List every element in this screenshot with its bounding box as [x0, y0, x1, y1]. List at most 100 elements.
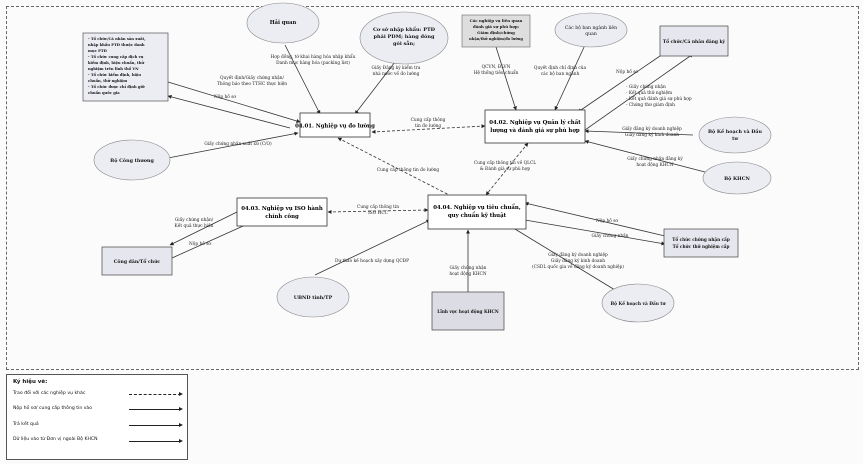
label-haiquan-1: Hợp đồng, tờ khai hàng hóa nhập khẩu	[271, 54, 356, 60]
label-gcn-2: - Kết quả thử nghiệm	[626, 90, 672, 96]
legend-line-result	[129, 423, 183, 427]
edge-n1-n2	[371, 124, 486, 134]
label-gcn-1: - Giấy chứng nhận	[626, 84, 666, 90]
svg-text:- Tổ chức/Cá nhân sản xuất,: - Tổ chức/Cá nhân sản xuất,	[88, 36, 146, 41]
entity-nghiep-vu-lien-quan: Các nghiệp vụ liên quan đánh giá sự phù …	[461, 14, 531, 48]
edge-khdt2-n4	[509, 225, 616, 291]
entity-ubnd: UBND tỉnh/TP	[276, 276, 350, 318]
label-khdt2-1: Giấy đăng ký doanh nghiệp	[548, 252, 608, 258]
legend-line-dashed	[129, 392, 183, 396]
label-n2n4-1: Cung cấp thông tin về QLCL	[474, 161, 536, 166]
svg-text:Bộ KHCN: Bộ KHCN	[724, 175, 750, 182]
label-nophoso-4: Nộp hồ sơ	[596, 219, 618, 224]
svg-text:Bộ Kế hoạch và Đầu: Bộ Kế hoạch và Đầu	[708, 127, 763, 135]
svg-text:Tổ chức/Cá nhân đăng ký: Tổ chức/Cá nhân đăng ký	[663, 39, 726, 45]
edge-ubnd-n4	[314, 219, 431, 276]
svg-text:- Tổ chức cung cấp dịch vụ: - Tổ chức cung cấp dịch vụ	[88, 54, 144, 59]
label-nophoso-3: Nộp hồ sơ	[189, 242, 211, 247]
label-co: Giấy chứng nhận xuất xứ (C/O)	[204, 141, 272, 147]
svg-text:mục PTĐ: mục PTĐ	[88, 49, 108, 53]
svg-text:nhập khẩu PTĐ thuộc danh: nhập khẩu PTĐ thuộc danh	[88, 42, 145, 47]
edge-n1-tochucsx-result	[167, 81, 301, 123]
node-04-04: 04.04. Nghiệp vụ tiêu chuẩn, quy chuẩn k…	[427, 194, 527, 230]
svg-text:quan: quan	[585, 32, 597, 37]
label-gcn4: Giấy chứng nhận	[592, 233, 629, 239]
label-nophoso-1: Nộp hồ sơ	[214, 95, 236, 100]
entity-to-chuc-san-xuat: - Tổ chức/Cá nhân sản xuất, nhập khẩu PT…	[82, 32, 169, 102]
legend-item-external: Dữ liệu vào từ Đơn vị ngoài Bộ KHCN	[13, 437, 98, 442]
svg-text:Cơ sở nhập khẩu: PTĐ: Cơ sở nhập khẩu: PTĐ	[373, 25, 436, 33]
legend-title: Ký hiệu vẽ:	[13, 379, 48, 385]
edge-n2-n4	[485, 142, 529, 196]
svg-text:nhận/thử nghiệm/đo lường: nhận/thử nghiệm/đo lường	[469, 36, 523, 41]
label-coso-2: nhà nước về đo lường	[373, 72, 420, 77]
svg-text:lượng và đánh giá sự phù hợp: lượng và đánh giá sự phù hợp	[490, 127, 580, 134]
label-n3n4-2: ISO HCC	[368, 211, 389, 216]
svg-text:Bộ Công thương: Bộ Công thương	[110, 157, 154, 164]
edge-nvlq-n2	[495, 46, 517, 111]
entity-bo-cong-thuong: Bộ Công thương	[93, 139, 171, 181]
svg-text:đánh giá sự phù hợp;: đánh giá sự phù hợp;	[473, 24, 520, 29]
diagram-frame	[6, 6, 859, 370]
svg-text:04.01. Nghiệp vụ đo lường: 04.01. Nghiệp vụ đo lường	[295, 123, 375, 130]
svg-text:Hải quan: Hải quan	[270, 19, 297, 26]
svg-text:chuẩn quốc gia: chuẩn quốc gia	[88, 90, 120, 95]
label-quyetdinh-1: Quyết định/Giấy chứng nhận/	[220, 75, 284, 81]
node-04-02: 04.02. Nghiệp vụ Quản lý chất lượng và đ…	[484, 109, 586, 144]
label-gcn-3: - Kết quả đánh giá sự phù hợp	[626, 96, 692, 102]
edge-tochuccn-n4	[524, 201, 666, 237]
label-gcn3-2: Kết quả thực hiện	[175, 223, 214, 229]
edge-n1-n4	[337, 137, 456, 199]
svg-text:tư: tư	[732, 136, 738, 142]
svg-text:- Tổ chức được chỉ định giữ: - Tổ chức được chỉ định giữ	[88, 84, 145, 89]
entity-co-so-nhap-khau: Cơ sở nhập khẩu: PTĐ phải PDM; hàng đóng…	[359, 11, 449, 65]
legend-item-result: Trả kết quả	[13, 422, 39, 427]
label-khdt2-3: (CSDL quốc gia về đăng ký doanh nghiệp)	[532, 264, 624, 270]
legend-item-submit: Nộp hồ sơ/ cung cấp thông tin vào	[13, 406, 93, 411]
node-04-01: 04.01. Nghiệp vụ đo lường	[295, 112, 375, 138]
entity-linh-vuc-khcn: Lĩnh vực hoạt động KHCN	[431, 291, 505, 331]
label-gcn-4: - Chứng thư giám định	[626, 102, 675, 108]
svg-text:Lĩnh vực hoạt động KHCN: Lĩnh vực hoạt động KHCN	[437, 309, 499, 314]
entity-to-chuc-chung-nhan: Tổ chức chứng nhận cấp Tổ chức thử nghiệ…	[663, 228, 739, 258]
edge-haiquan-n1	[284, 44, 321, 115]
svg-text:Bộ Kế hoạch và Đầu tư: Bộ Kế hoạch và Đầu tư	[610, 301, 666, 307]
svg-text:Tổ chức thử nghiệm cấp: Tổ chức thử nghiệm cấp	[673, 244, 730, 249]
entity-to-chuc-dang-ky: Tổ chức/Cá nhân đăng ký	[659, 25, 729, 57]
label-linhvuc-1: Giấy chứng nhận	[450, 265, 487, 271]
svg-text:Các bộ ban ngành liên: Các bộ ban ngành liên	[565, 24, 617, 31]
edge-n2-tochucdk	[584, 53, 694, 131]
label-n1n4: Cung cấp thông tin đo lường	[377, 168, 439, 173]
svg-text:kiểm định, hiệu chuẩn, thử: kiểm định, hiệu chuẩn, thử	[88, 60, 144, 65]
edge-n3-n4	[327, 208, 429, 214]
label-n1n2-2: tin đo lường	[415, 124, 441, 129]
svg-text:gói sẵn;: gói sẵn;	[393, 40, 415, 47]
entity-ke-hoach-dau-tu-2: Bộ Kế hoạch và Đầu tư	[601, 283, 675, 323]
legend: Ký hiệu vẽ: Trao đổi với các nghiệp vụ k…	[6, 374, 188, 460]
entity-bo-khcn: Bộ KHCN	[702, 161, 772, 195]
svg-text:04.02. Nghiệp vụ Quản lý chất: 04.02. Nghiệp vụ Quản lý chất	[489, 119, 581, 126]
label-nophoso-2: Nộp hồ sơ	[616, 70, 638, 75]
legend-line-external	[129, 439, 183, 443]
edge-coso-n1	[354, 61, 396, 115]
svg-text:Tổ chức chứng nhận cấp: Tổ chức chứng nhận cấp	[672, 237, 730, 242]
label-haiquan-2: Danh mục hàng hóa (packing list)	[276, 61, 350, 66]
edge-bct-n1	[167, 131, 299, 159]
label-quyetdinh-2: Thông báo theo TTHC thực hiện	[217, 82, 287, 87]
svg-text:UBND tỉnh/TP: UBND tỉnh/TP	[294, 294, 333, 301]
label-bokhcn-2: hoạt động KHCN	[636, 163, 673, 168]
node-04-03: 04.03. Nghiệp vụ ISO hành chính công	[236, 197, 328, 227]
label-khdt1-2: Giấy đăng ký kinh doanh	[625, 132, 679, 138]
edge-n4-tochuccn	[524, 219, 666, 246]
label-qcvn-2: Hệ thống tiêu chuẩn	[474, 70, 519, 76]
label-bokhcn-1: Giấy chứng nhận đăng ký	[627, 156, 683, 162]
edge-tochucdk-n2	[577, 55, 661, 113]
edge-tochucsx-n1	[167, 94, 291, 129]
entity-ke-hoach-dau-tu-1: Bộ Kế hoạch và Đầu tư	[698, 116, 772, 154]
entity-hai-quan: Hải quan	[246, 2, 320, 44]
label-linhvuc-2: hoạt động KHCN	[449, 272, 486, 277]
entity-bo-nganh: Các bộ ban ngành liên quan	[554, 12, 628, 48]
svg-text:04.04. Nghiệp vụ tiêu chuẩn,: 04.04. Nghiệp vụ tiêu chuẩn,	[433, 203, 521, 211]
